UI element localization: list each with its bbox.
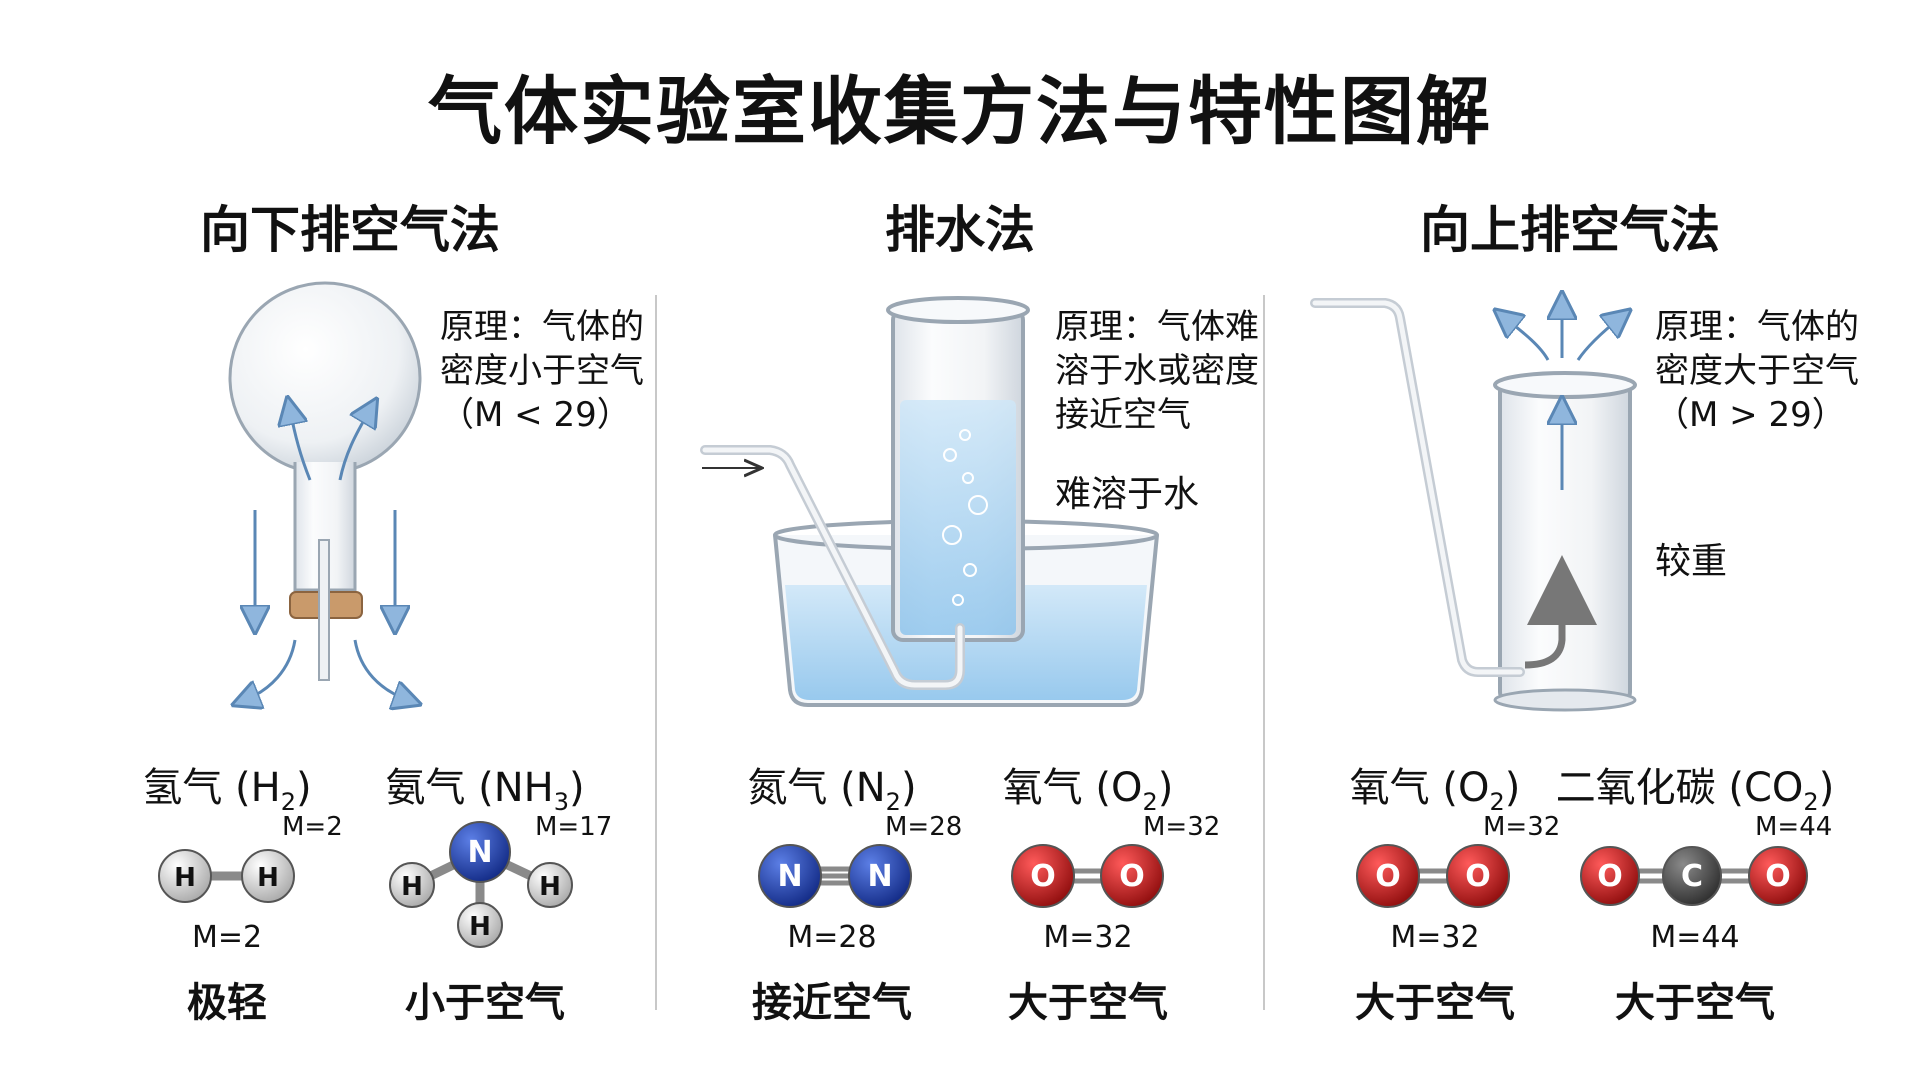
atom-h — [457, 902, 503, 948]
mass-top-oxygen-water: M=32 — [1143, 812, 1221, 842]
gas-name-nitrogen: 氮气 (N2) — [747, 765, 917, 816]
atom-c — [1662, 846, 1722, 906]
atom-o — [1580, 846, 1640, 906]
atom-label: C — [1681, 859, 1703, 894]
principle-downward: 原理：气体的 密度小于空气 （M < 29） — [440, 307, 644, 435]
atom-label: H — [401, 872, 423, 902]
mass-top-ammonia: M=17 — [535, 812, 613, 842]
apparatus-svg — [0, 281, 1637, 712]
atom-n — [758, 844, 822, 908]
density-oxygen-water: 大于空气 — [1008, 980, 1168, 1026]
gas-bubbles — [942, 429, 988, 606]
mass-top-hydrogen: M=2 — [282, 812, 343, 842]
mass-bottom-oxygen-upward: M=32 — [1390, 920, 1480, 955]
atom-o — [1446, 844, 1510, 908]
label-insoluble: 难溶于水 — [1055, 474, 1200, 515]
atom-n — [449, 821, 511, 883]
mass-bottom-nitrogen: M=28 — [787, 920, 877, 955]
method-title-water: 排水法 — [885, 201, 1035, 259]
method-title-downward: 向下排空气法 — [200, 201, 500, 259]
atom-h — [158, 849, 212, 903]
mass-top-nitrogen: M=28 — [885, 812, 963, 842]
density-hydrogen: 极轻 — [187, 980, 267, 1026]
atom-label: H — [539, 872, 561, 902]
inverted-flask — [228, 281, 422, 681]
atom-label: H — [174, 863, 196, 893]
gas-name-hydrogen: 氢气 (H2) — [142, 765, 312, 816]
flask-gas-arrows — [245, 410, 408, 700]
mass-bottom-oxygen-water: M=32 — [1043, 920, 1133, 955]
label-heavier: 较重 — [1655, 541, 1728, 582]
method-title-upward: 向上排空气法 — [1420, 201, 1720, 259]
atom-label: H — [257, 863, 279, 893]
collecting-cylinder — [886, 296, 1030, 642]
divider-right — [1263, 295, 1265, 1010]
atom-h — [241, 849, 295, 903]
atom-label: N — [467, 835, 492, 870]
gas-name-carbon-dioxide: 二氧化碳 (CO2) — [1555, 765, 1835, 816]
upright-cylinder — [1493, 371, 1637, 712]
principle-water: 原理：气体难 溶于水或密度 接近空气 — [1055, 307, 1259, 435]
atom-o — [1100, 844, 1164, 908]
density-ammonia: 小于空气 — [405, 980, 565, 1026]
atom-label: N — [777, 859, 802, 894]
main-title: 气体实验室收集方法与特性图解 — [428, 69, 1492, 155]
atom-label: O — [1597, 859, 1623, 894]
atom-label: O — [1119, 859, 1145, 894]
atom-o — [1356, 844, 1420, 908]
density-carbon-dioxide: 大于空气 — [1615, 980, 1775, 1026]
atom-label: O — [1765, 859, 1791, 894]
density-oxygen-upward: 大于空气 — [1355, 980, 1515, 1026]
divider-left — [655, 295, 657, 1010]
atom-label: O — [1375, 859, 1401, 894]
delivery-tube-upward — [1310, 298, 1525, 677]
atom-n — [848, 844, 912, 908]
mass-bottom-hydrogen: M=2 — [191, 920, 263, 955]
mass-top-oxygen-upward: M=32 — [1483, 812, 1561, 842]
density-nitrogen: 接近空气 — [752, 980, 912, 1026]
atom-label: O — [1030, 859, 1056, 894]
gas-name-ammonia: 氨气 (NH3) — [385, 765, 585, 816]
atom-label: N — [867, 859, 892, 894]
mass-top-carbon-dioxide: M=44 — [1755, 812, 1833, 842]
cylinder-gas-arrows — [1505, 305, 1620, 669]
principle-upward: 原理：气体的 密度大于空气 （M > 29） — [1655, 307, 1859, 435]
atom-o — [1748, 846, 1808, 906]
atom-h — [527, 862, 573, 908]
atom-label: H — [469, 912, 491, 942]
mass-bottom-carbon-dioxide: M=44 — [1650, 920, 1740, 955]
bond — [478, 847, 552, 890]
atom-o — [1011, 844, 1075, 908]
bond — [410, 847, 482, 890]
atom-h — [389, 862, 435, 908]
flask-inlet-tube — [318, 539, 330, 681]
gas-name-oxygen-water: 氧气 (O2) — [1002, 765, 1174, 816]
atom-label: O — [1465, 859, 1491, 894]
gas-name-oxygen-upward: 氧气 (O2) — [1349, 765, 1521, 816]
